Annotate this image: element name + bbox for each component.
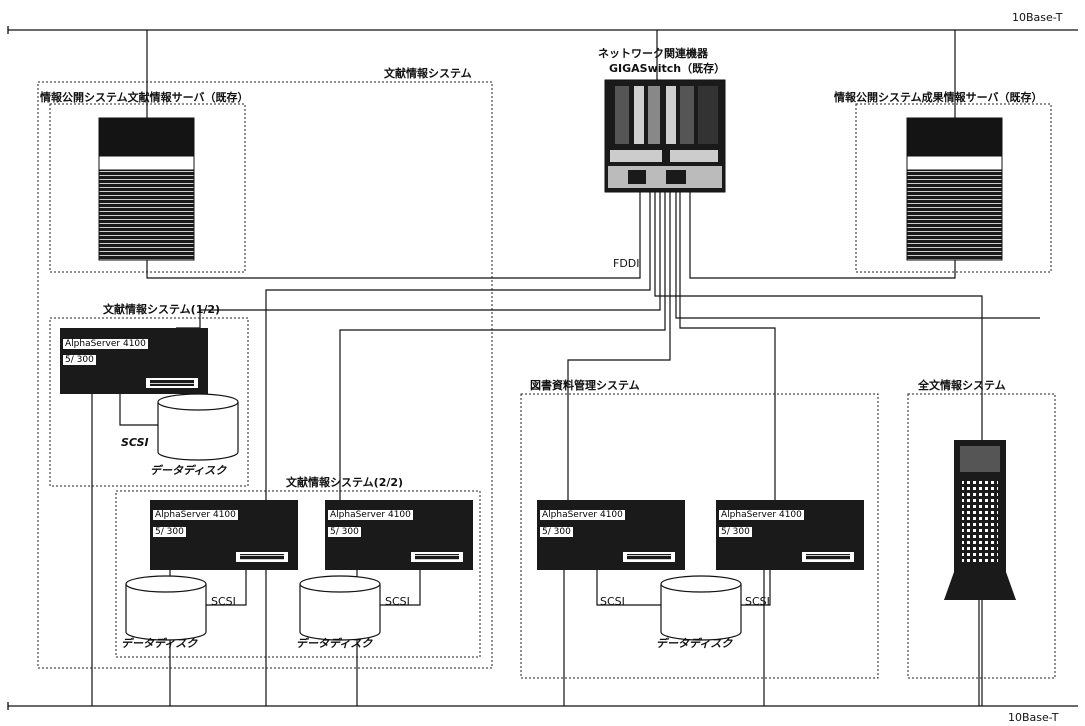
group-zenbun-title: 全文情報システム (918, 380, 1006, 392)
disk-label-2: データディスク (121, 638, 197, 650)
server-2-model: AlphaServer 4100 (153, 510, 238, 520)
fddi-label: FDDI (613, 258, 640, 270)
server-4-model: AlphaServer 4100 (540, 510, 625, 520)
group-tosho-title: 図書資料管理システム (530, 380, 640, 392)
scsi-label-2: SCSI (211, 596, 236, 608)
disk-label-1: データディスク (150, 465, 226, 477)
group-bunken-system-title: 文献情報システム (384, 68, 472, 80)
scsi-label-1: SCSI (121, 437, 149, 449)
server-1-sub: 5/ 300 (63, 355, 96, 365)
zenbun-workstation (944, 440, 1016, 600)
server-4-sub: 5/ 300 (540, 527, 573, 537)
data-disk-3 (300, 576, 380, 640)
server-2-sub: 5/ 300 (153, 527, 186, 537)
group-seika-server-title: 情報公開システム成果情報サーバ（既存） (834, 92, 1043, 104)
switch-name: GIGASwitch（既存） (609, 63, 725, 75)
disk-label-3: データディスク (296, 638, 372, 650)
disk-label-4: データディスク (656, 638, 732, 650)
group-bunken-server-title: 情報公開システム文献情報サーバ（既存） (40, 92, 249, 104)
server-5-model: AlphaServer 4100 (719, 510, 804, 520)
bottom-bus-label: 10Base-T (1008, 712, 1058, 724)
top-bus-label: 10Base-T (1012, 12, 1062, 24)
scsi-label-3: SCSI (385, 596, 410, 608)
server-3-model: AlphaServer 4100 (328, 510, 413, 520)
bunken-server-rack (99, 118, 194, 260)
seika-server-rack (907, 118, 1002, 260)
gigaswitch-device (605, 80, 725, 192)
data-disk-2 (126, 576, 206, 640)
switch-category: ネットワーク関連機器 (598, 48, 708, 60)
group-bunken-1-title: 文献情報システム(1/2) (103, 304, 220, 316)
server-1-model: AlphaServer 4100 (63, 339, 148, 349)
data-disk-4 (661, 576, 741, 640)
scsi-label-4: SCSI (600, 596, 625, 608)
scsi-label-5: SCSI (745, 596, 770, 608)
group-bunken-2-title: 文献情報システム(2/2) (286, 477, 403, 489)
server-3-sub: 5/ 300 (328, 527, 361, 537)
server-5-sub: 5/ 300 (719, 527, 752, 537)
data-disk-1 (158, 394, 238, 460)
